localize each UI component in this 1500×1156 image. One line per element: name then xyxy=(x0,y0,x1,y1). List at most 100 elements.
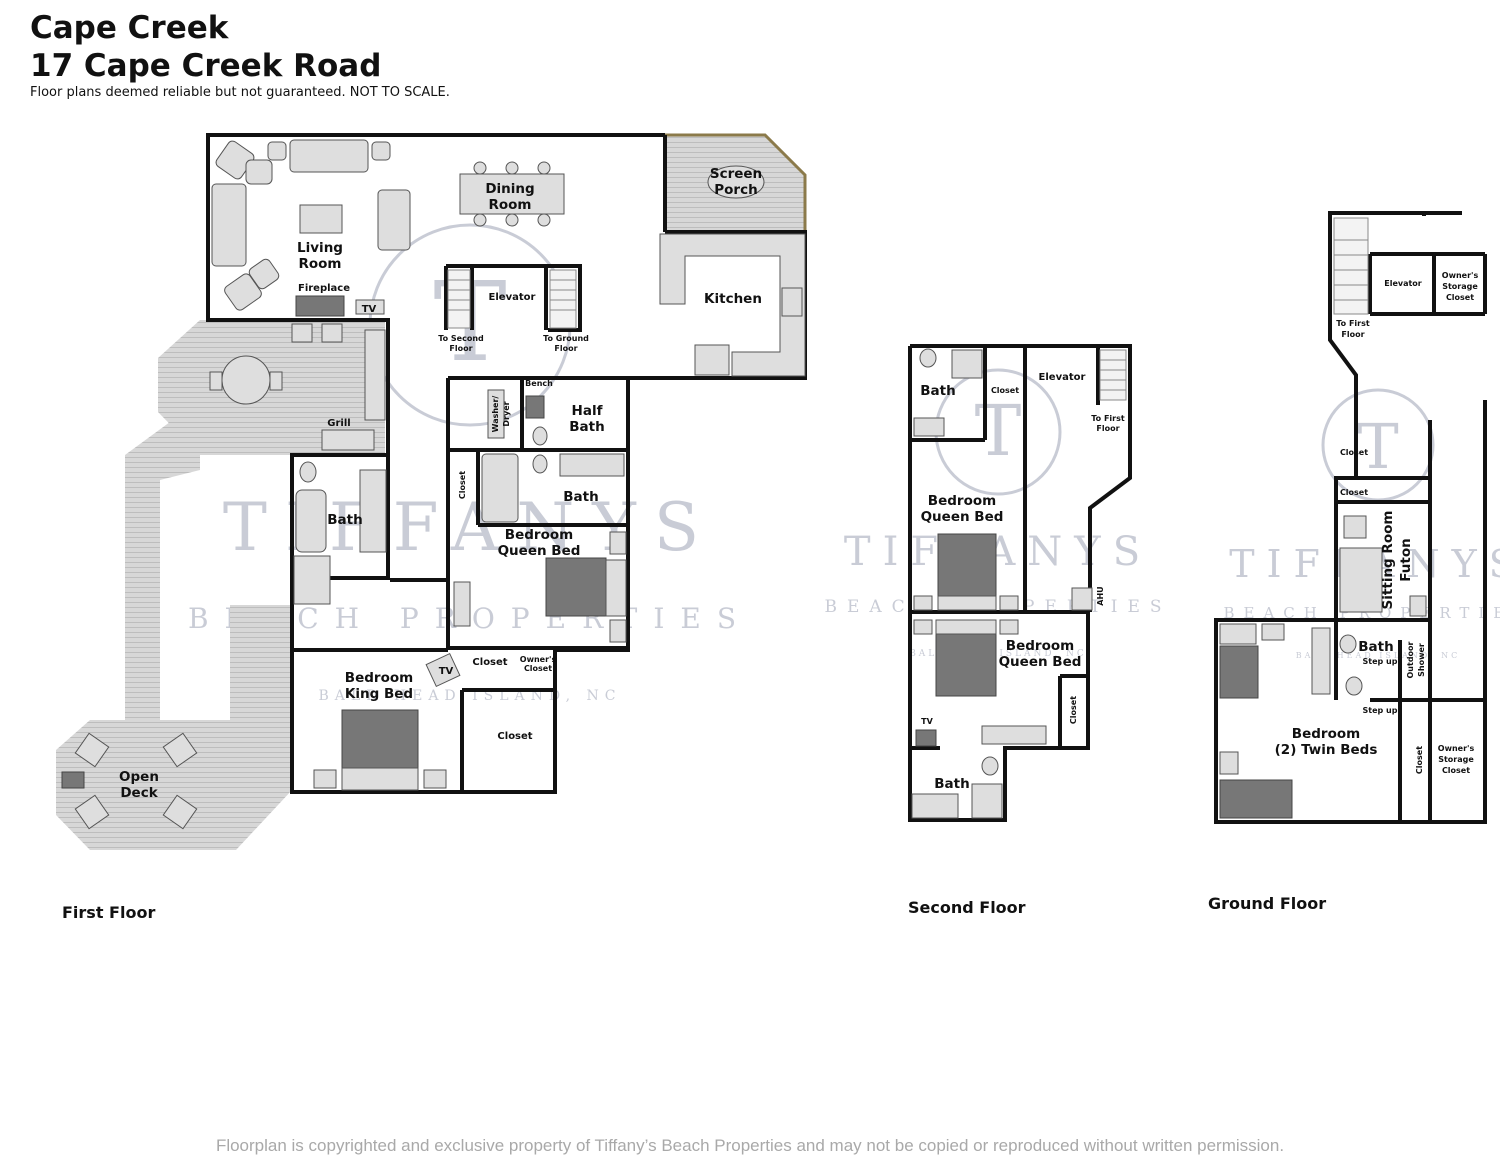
label-porch-1: Screen xyxy=(710,166,762,182)
label-g-closet-3: Closet xyxy=(1415,746,1424,774)
label-closet-1: Closet xyxy=(472,657,507,668)
label-owners-closet-2: Closet xyxy=(524,664,552,673)
fireplace xyxy=(295,295,345,317)
first-floor-plan: Dining Room Screen Porch Living Room Fir… xyxy=(56,133,807,850)
label-to-ground-1: To Ground xyxy=(543,334,589,343)
label-s-tv: TV xyxy=(921,717,933,726)
label-s-to-first-1: To First xyxy=(1091,414,1125,423)
armchair xyxy=(248,258,280,290)
label-ground-floor: Ground Floor xyxy=(1208,894,1327,913)
armchair xyxy=(245,159,273,185)
washer-dryer xyxy=(487,389,505,439)
label-s-bath-2: Bath xyxy=(934,776,969,792)
vanity xyxy=(559,453,625,477)
second-floor-plan: Bath Closet Elevator To First Floor Bedr… xyxy=(908,344,1132,822)
watermark-monogram: T xyxy=(975,390,1022,472)
label-g-owners2-3: Closet xyxy=(1442,766,1470,775)
bathtub xyxy=(481,453,519,523)
tv-cabinet xyxy=(425,652,461,688)
stairs-to-ground xyxy=(549,269,577,329)
sofa xyxy=(289,139,369,173)
property-name: Cape Creek xyxy=(30,10,229,46)
deck-table xyxy=(221,355,271,405)
label-living-2: Room xyxy=(298,256,341,272)
label-owners-closet-1: Owner's xyxy=(520,655,557,664)
sofa xyxy=(211,183,247,267)
label-s-to-first-2: Floor xyxy=(1096,424,1119,433)
label-g-sitting-2: Futon xyxy=(1398,538,1414,582)
label-to-second-2: Floor xyxy=(449,344,472,353)
label-fireplace: Fireplace xyxy=(298,283,350,294)
futon xyxy=(1339,547,1383,613)
range xyxy=(781,287,803,317)
label-g-closet-2: Closet xyxy=(1340,488,1368,497)
label-g-step-up-2: Step up xyxy=(1363,706,1398,715)
label-bedroom-queen-2: Queen Bed xyxy=(498,543,581,559)
label-tv-2: TV xyxy=(439,666,454,677)
ottoman xyxy=(267,141,287,161)
label-to-second-1: To Second xyxy=(438,334,484,343)
label-washer-2: Dryer xyxy=(502,401,511,426)
label-s-bath-1: Bath xyxy=(920,383,955,399)
label-g-bedroom-1: Bedroom xyxy=(1292,726,1360,742)
label-g-to-first-1: To First xyxy=(1336,319,1370,328)
label-g-outdoor-2: Shower xyxy=(1417,643,1426,677)
label-g-bath: Bath xyxy=(1358,639,1393,655)
label-s-closet-2: Closet xyxy=(1069,696,1078,724)
label-g-elevator: Elevator xyxy=(1384,279,1422,288)
label-dining-2: Room xyxy=(488,197,531,213)
kitchen-counter xyxy=(659,233,806,377)
label-dining-1: Dining xyxy=(485,181,534,197)
deck-walkway xyxy=(125,400,200,720)
coffee-table xyxy=(299,204,343,234)
watermark-brand: TIFFANYS xyxy=(844,529,1152,575)
shower xyxy=(293,555,331,605)
label-g-closet-1: Closet xyxy=(1340,448,1368,457)
label-bath-2: Bath xyxy=(563,489,598,505)
label-bedroom-king-2: King Bed xyxy=(345,686,413,702)
disclaimer: Floor plans deemed reliable but not guar… xyxy=(30,85,450,100)
label-living-1: Living xyxy=(297,240,343,256)
open-deck xyxy=(56,720,292,850)
label-s-bedroom2-2: Queen Bed xyxy=(999,654,1082,670)
queen-bed-1 xyxy=(937,533,997,597)
label-first-floor: First Floor xyxy=(62,903,156,922)
watermark-monogram: T xyxy=(1357,410,1398,483)
ottoman xyxy=(371,141,391,161)
porch-table xyxy=(707,165,765,199)
copyright-notice: Floorplan is copyrighted and exclusive p… xyxy=(215,1136,1285,1155)
label-g-owners2-1: Owner's xyxy=(1438,744,1475,753)
queen-bed xyxy=(545,557,607,617)
grill xyxy=(321,429,375,451)
label-half-bath-1: Half xyxy=(572,403,603,419)
label-bedroom-king-1: Bedroom xyxy=(345,670,413,686)
label-g-outdoor-1: Outdoor xyxy=(1406,641,1415,678)
ground-floor-plan: Elevator Owner's Storage Closet To First… xyxy=(1214,211,1487,824)
armchair xyxy=(224,273,262,311)
label-g-bedroom-2: (2) Twin Beds xyxy=(1275,742,1378,758)
second-floor-walls xyxy=(910,344,1132,612)
label-g-step-up-1: Step up xyxy=(1363,657,1398,666)
deck-stairs xyxy=(230,605,292,720)
label-elevator: Elevator xyxy=(489,292,536,303)
label-washer-1: Washer/ xyxy=(491,396,500,433)
refrigerator xyxy=(694,344,730,376)
label-porch-2: Porch xyxy=(714,182,757,198)
label-bath-1: Bath xyxy=(327,512,362,528)
label-g-owners-2: Storage xyxy=(1442,282,1478,291)
property-address: 17 Cape Creek Road xyxy=(30,48,382,84)
vanity-2 xyxy=(359,469,387,553)
tv-stand xyxy=(355,299,385,315)
label-g-sitting-1: Sitting Room xyxy=(1380,511,1396,610)
label-grill: Grill xyxy=(327,418,350,429)
label-to-ground-2: Floor xyxy=(554,344,577,353)
label-s-bedroom1-1: Bedroom xyxy=(928,493,996,509)
bath-tub-2 xyxy=(295,489,327,553)
label-second-floor: Second Floor xyxy=(908,898,1026,917)
label-s-ahu: AHU xyxy=(1096,586,1105,605)
label-closet-vertical: Closet xyxy=(458,471,467,499)
twin-bed-1 xyxy=(1219,645,1259,699)
label-half-bath-2: Bath xyxy=(569,419,604,435)
watermark-location: BALD HEAD ISLAND, NC xyxy=(1296,651,1461,660)
